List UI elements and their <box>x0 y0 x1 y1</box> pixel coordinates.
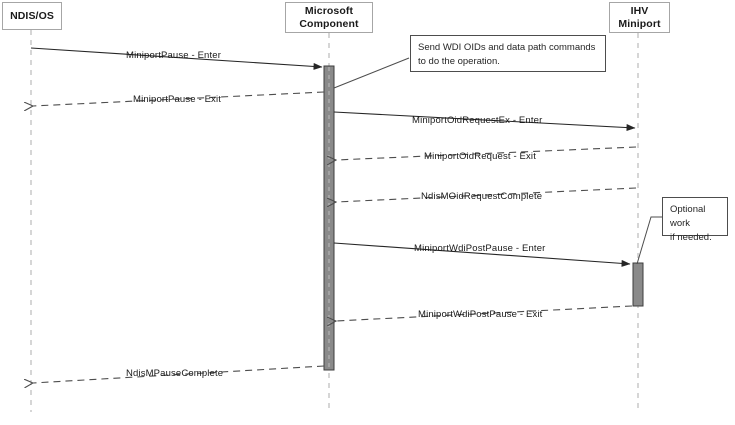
note-leader-wdi-oids <box>333 57 410 89</box>
message-arrow-miniportoidrequestex-enter <box>333 111 636 132</box>
message-arrow-ndismoidrequestcomplete <box>336 187 637 202</box>
message-label-miniportwdipostpause-enter: MiniportWdiPostPause - Enter <box>414 243 546 254</box>
note-optional-work: Optional work if needed. <box>662 197 728 243</box>
lifeline-header-microsoft-component[interactable]: Microsoft Component <box>285 2 373 33</box>
message-label-miniportoidrequest-exit: MiniportOidRequest - Exit <box>424 151 536 162</box>
message-arrow-ndismpausecomplete <box>33 365 325 383</box>
message-label-miniportoidrequestex-enter: MiniportOidRequestEx - Enter <box>412 115 543 126</box>
activation-bar-ihv-miniport <box>632 262 644 307</box>
message-label-ndismpausecomplete: NdisMPauseComplete <box>126 368 224 379</box>
note-send-wdi-oids: Send WDI OIDs and data path commands to … <box>410 35 606 72</box>
message-label-miniportpause-exit: MiniportPause - Exit <box>133 94 222 105</box>
message-label-miniportpause-enter: MiniportPause - Enter <box>126 50 222 61</box>
message-arrow-miniportwdipostpause-enter <box>333 242 631 267</box>
lifeline-header-ihv-miniport[interactable]: IHV Miniport <box>609 2 670 33</box>
message-arrow-miniportwdipostpause-exit <box>336 305 633 321</box>
message-arrow-miniportoidrequest-exit <box>336 146 637 160</box>
lifeline-header-ndis-os[interactable]: NDIS/OS <box>2 2 62 30</box>
message-arrow-miniportpause-exit <box>33 91 325 106</box>
message-label-ndismoidrequestcomplete: NdisMOidRequestComplete <box>421 191 543 202</box>
message-label-miniportwdipostpause-exit: MiniportWdiPostPause - Exit <box>418 309 543 320</box>
note-leader-optional-work <box>636 216 662 265</box>
activation-bar-microsoft-component <box>323 65 335 371</box>
message-arrow-miniportpause-enter <box>30 47 323 70</box>
